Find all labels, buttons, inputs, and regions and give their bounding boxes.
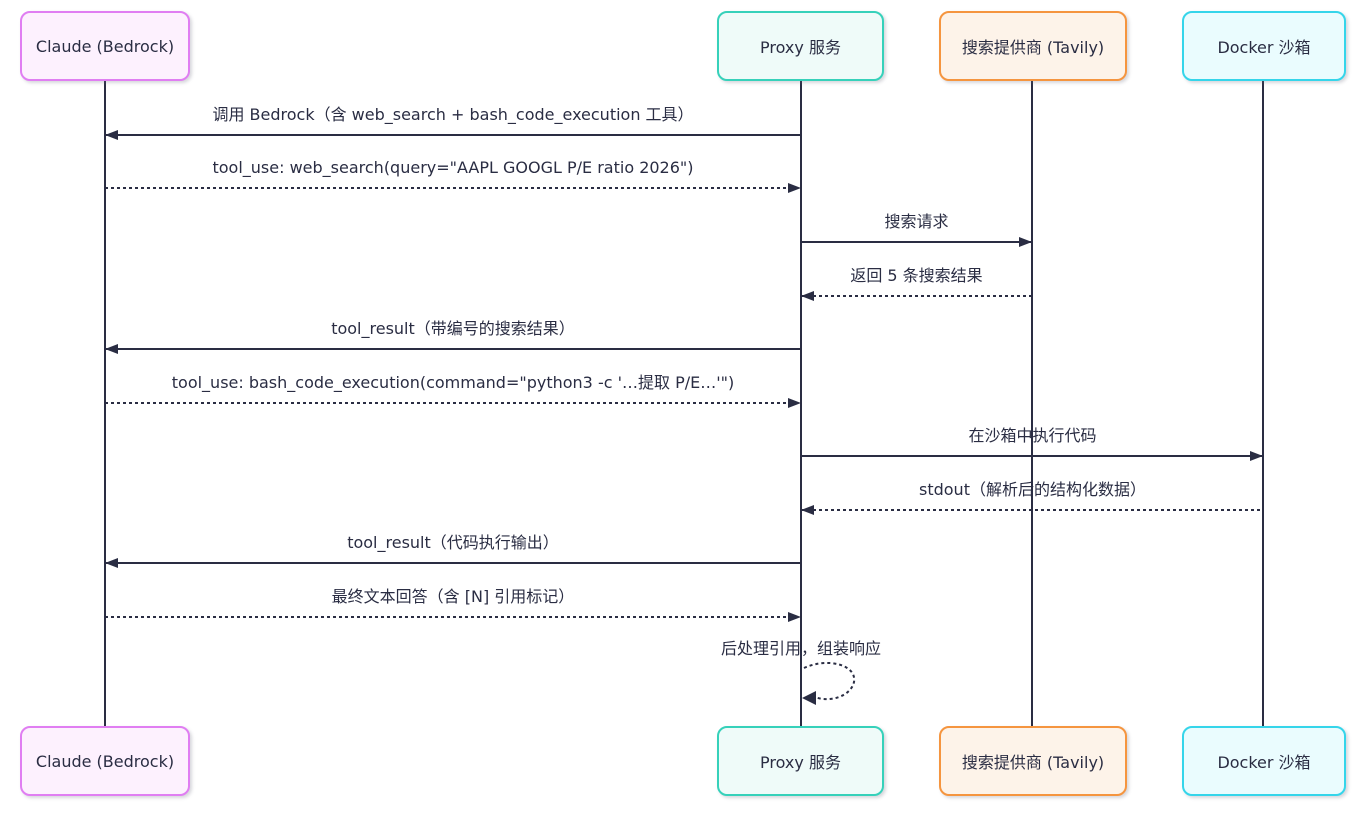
message-arrow-line (801, 455, 1264, 457)
message-label: 搜索请求 (884, 212, 949, 231)
arrowhead-left-icon (105, 130, 118, 140)
arrowhead-right-icon (788, 398, 801, 408)
actor-label: 搜索提供商 (Tavily) (961, 38, 1105, 57)
lifeline-docker (1262, 81, 1264, 726)
actor-claude-top: Claude (Bedrock) (20, 11, 190, 81)
message-arrow-line (105, 616, 801, 618)
self-loop-icon (802, 661, 856, 705)
message-arrow-line (801, 241, 1032, 243)
message-label: stdout（解析后的结构化数据） (919, 480, 1146, 499)
message-label: tool_use: bash_code_execution(command="p… (171, 373, 735, 392)
actor-tavily-bottom: 搜索提供商 (Tavily) (939, 726, 1127, 796)
lifeline-tavily (1031, 81, 1033, 726)
actor-label: Proxy 服务 (760, 38, 841, 57)
actor-docker-top: Docker 沙箱 (1182, 11, 1346, 81)
actor-label: Docker 沙箱 (1217, 753, 1311, 772)
message-label: 在沙箱中执行代码 (968, 426, 1097, 445)
message-arrow-line (105, 562, 801, 564)
arrowhead-right-icon (788, 612, 801, 622)
actor-tavily-top: 搜索提供商 (Tavily) (939, 11, 1127, 81)
self-loop-arrow (800, 658, 862, 712)
actor-label: 搜索提供商 (Tavily) (961, 753, 1105, 772)
actor-label: Docker 沙箱 (1217, 38, 1311, 57)
message-label: tool_use: web_search(query="AAPL GOOGL P… (212, 158, 694, 177)
arrowhead-left-icon (801, 291, 814, 301)
actor-label: Proxy 服务 (760, 753, 841, 772)
actor-docker-bottom: Docker 沙箱 (1182, 726, 1346, 796)
message-label: 最终文本回答（含 [N] 引用标记） (331, 587, 575, 606)
message-arrow-line (801, 509, 1264, 511)
message-arrow-line (105, 134, 801, 136)
actor-proxy-bottom: Proxy 服务 (717, 726, 884, 796)
message-label: tool_result（带编号的搜索结果） (331, 319, 575, 338)
message-arrow-line (105, 348, 801, 350)
actor-label: Claude (Bedrock) (35, 751, 175, 771)
arrowhead-left-icon (105, 344, 118, 354)
actor-proxy-top: Proxy 服务 (717, 11, 884, 81)
actor-label: Claude (Bedrock) (35, 36, 175, 56)
actor-claude-bottom: Claude (Bedrock) (20, 726, 190, 796)
lifeline-proxy (800, 81, 802, 726)
message-label: 后处理引用，组装响应 (720, 639, 881, 658)
message-arrow-line (105, 402, 801, 404)
message-arrow-line (801, 295, 1032, 297)
arrowhead-left-icon (801, 505, 814, 515)
arrowhead-right-icon (1019, 237, 1032, 247)
message-label: 调用 Bedrock（含 web_search + bash_code_exec… (212, 105, 694, 124)
arrowhead-right-icon (788, 183, 801, 193)
message-arrow-line (105, 187, 801, 189)
message-label: 返回 5 条搜索结果 (850, 266, 983, 285)
arrowhead-left-icon (105, 558, 118, 568)
message-label: tool_result（代码执行输出） (347, 533, 559, 552)
arrowhead-right-icon (1250, 451, 1263, 461)
